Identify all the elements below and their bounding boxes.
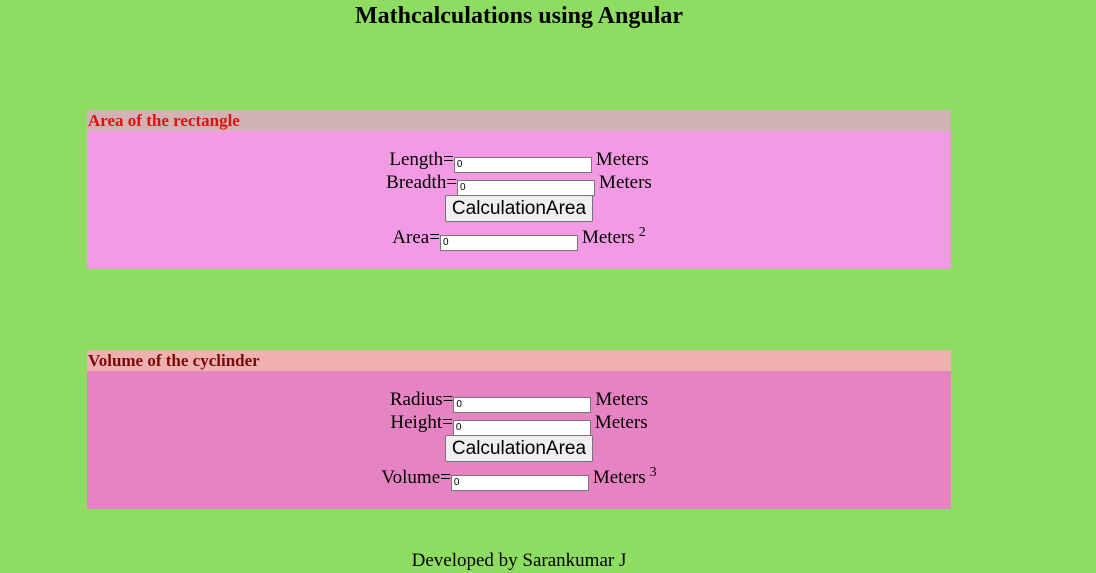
height-row: Height= Meters — [87, 411, 951, 436]
radius-row: Radius= Meters — [87, 388, 951, 413]
length-input[interactable] — [453, 156, 592, 173]
volume-label: Volume= — [381, 467, 451, 488]
volume-output-field[interactable] — [450, 474, 589, 491]
calculate-area-button[interactable]: CalculationArea — [444, 195, 594, 222]
length-unit: Meters — [595, 149, 649, 170]
breadth-unit: Meters — [599, 172, 652, 193]
radius-unit: Meters — [595, 389, 649, 410]
area-unit: Meters — [581, 227, 635, 248]
height-unit: Meters — [594, 412, 648, 433]
volume-unit-exponent: 3 — [649, 465, 657, 480]
cylinder-volume-panel: Volume of the cyclinder Radius= Meters He… — [87, 350, 951, 509]
breadth-row: Breadth= Meters — [87, 171, 951, 196]
height-label: Height= — [390, 412, 453, 433]
cylinder-panel-body: Radius= Meters Height= Meters CalculationA… — [87, 371, 951, 509]
length-row: Length= Meters — [87, 148, 951, 173]
cylinder-panel-header: Volume of the cyclinder — [87, 350, 951, 371]
area-label: Area= — [392, 227, 440, 248]
rectangle-panel-header: Area of the rectangle — [87, 110, 951, 131]
breadth-label: Breadth= — [386, 172, 458, 193]
area-output-field[interactable] — [439, 234, 578, 251]
developer-credit-footer: Developed by Sarankumar J — [411, 550, 627, 571]
volume-unit: Meters — [592, 467, 646, 488]
radius-label: Radius= — [389, 389, 454, 410]
radius-input[interactable] — [453, 396, 592, 413]
rectangle-area-panel: Area of the rectangle Length= Meters Brea… — [87, 110, 951, 269]
area-unit-exponent: 2 — [638, 225, 646, 240]
length-label: Length= — [389, 149, 454, 170]
page-title: Mathcalculations using Angular — [354, 3, 684, 29]
rectangle-panel-body: Length= Meters Breadth= Meters Calculation… — [87, 131, 951, 269]
calculate-volume-button[interactable]: CalculationArea — [444, 435, 594, 462]
